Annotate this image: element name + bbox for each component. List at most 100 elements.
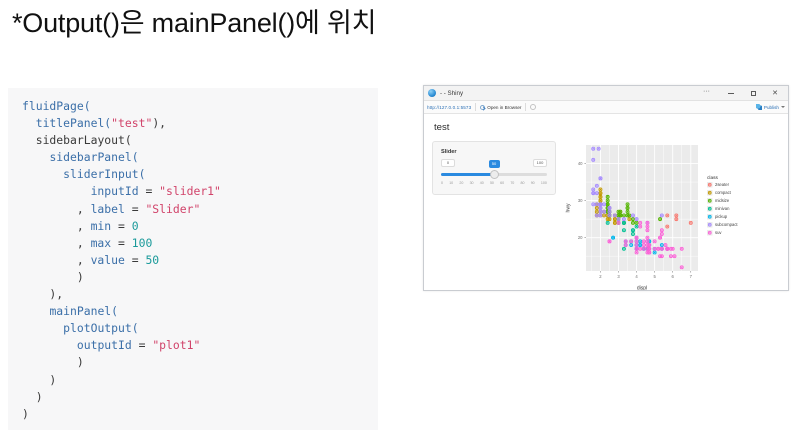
point-center (661, 233, 663, 235)
point-marker (634, 217, 639, 222)
point-marker (641, 243, 646, 248)
open-in-browser-button[interactable]: Open in Browser (480, 104, 521, 110)
data-point (591, 146, 596, 151)
data-point (634, 220, 639, 225)
point-marker (638, 239, 643, 244)
point-center (628, 218, 631, 220)
slider-label: Slider (441, 149, 457, 155)
point-center (612, 236, 614, 239)
point-marker (647, 246, 652, 251)
point-center (626, 203, 629, 205)
data-point (652, 250, 657, 255)
more-options-icon[interactable]: ··· (703, 87, 710, 95)
legend-item[interactable]: pickup (707, 214, 728, 220)
point-marker (607, 239, 612, 244)
app-url-label[interactable]: http://127.0.0.1:5573 (427, 104, 472, 110)
window-controls: ··· ✕ (703, 87, 786, 100)
point-center (666, 214, 668, 217)
code-token: ) (22, 406, 29, 421)
code-token (22, 184, 91, 198)
toolbar-divider-2 (525, 103, 527, 111)
data-point (623, 239, 628, 244)
minimize-button[interactable] (720, 87, 742, 100)
code-token: value (90, 252, 125, 267)
data-point (621, 217, 626, 222)
point-marker (605, 220, 610, 225)
data-point (607, 206, 612, 210)
data-point (612, 217, 617, 222)
x-tick-label: 3 (617, 274, 620, 279)
point-marker (596, 146, 601, 151)
refresh-icon[interactable] (530, 104, 537, 110)
code-line: sidebarPanel( (22, 149, 378, 166)
point-marker (621, 213, 626, 218)
data-point (612, 220, 617, 225)
data-point (591, 187, 596, 192)
legend-item[interactable]: 2seater (707, 182, 730, 188)
data-point (659, 243, 664, 248)
data-point (605, 198, 610, 203)
data-point (659, 254, 664, 259)
point-center (673, 255, 676, 257)
legend-item[interactable]: midsize (707, 198, 730, 204)
point-center (623, 248, 625, 250)
maximize-button[interactable] (742, 87, 764, 100)
point-marker (616, 217, 621, 222)
code-block: fluidPage( titlePanel("test"), sidebarLa… (8, 88, 378, 430)
code-token: "Slider" (145, 201, 201, 216)
point-center (661, 214, 663, 217)
data-point (641, 239, 646, 244)
slider-tick: 0 (441, 181, 443, 185)
data-point (665, 213, 670, 218)
publish-button[interactable]: Publish (755, 104, 785, 110)
point-marker (631, 220, 635, 225)
point-marker (598, 187, 603, 192)
legend-item[interactable]: subcompact (707, 222, 738, 228)
data-point (659, 246, 664, 251)
code-token (22, 150, 49, 164)
code-token: 50 (145, 252, 160, 267)
code-token: , (22, 201, 91, 216)
data-point (616, 209, 621, 214)
code-token: sidebarPanel( (49, 150, 139, 165)
point-marker (594, 202, 599, 207)
x-tick-label: 7 (690, 274, 693, 279)
point-marker (645, 228, 650, 233)
point-center (599, 207, 602, 209)
point-marker (656, 246, 661, 251)
close-button[interactable]: ✕ (772, 89, 778, 97)
point-marker (659, 243, 664, 248)
data-point (638, 243, 643, 248)
point-center (635, 240, 638, 243)
code-token: titlePanel( (35, 116, 112, 131)
slider-tick: 40 (479, 181, 484, 185)
point-marker (645, 243, 650, 248)
data-point (674, 213, 679, 218)
code-line: ) (22, 269, 378, 286)
point-center (599, 192, 602, 194)
point-marker (659, 231, 664, 236)
chevron-down-icon[interactable] (781, 106, 785, 108)
point-center (675, 218, 678, 220)
point-marker (594, 183, 599, 188)
point-marker (612, 217, 617, 222)
slider-handle[interactable] (489, 170, 499, 179)
data-point (688, 220, 693, 225)
data-point (641, 246, 646, 251)
point-center (625, 244, 627, 246)
data-point (638, 239, 643, 244)
legend-item[interactable]: suv (707, 230, 722, 236)
point-center (632, 218, 634, 220)
slider-input[interactable]: 50 (441, 160, 547, 181)
legend-item[interactable]: compact (707, 190, 732, 196)
data-point (607, 209, 612, 214)
data-point (598, 213, 603, 218)
legend-marker-center (709, 232, 711, 234)
point-marker (674, 213, 679, 218)
point-center (661, 248, 663, 250)
code-token: inputId (90, 184, 139, 199)
slider-tick: 100 (540, 181, 547, 185)
legend-item[interactable]: minivan (707, 206, 730, 212)
